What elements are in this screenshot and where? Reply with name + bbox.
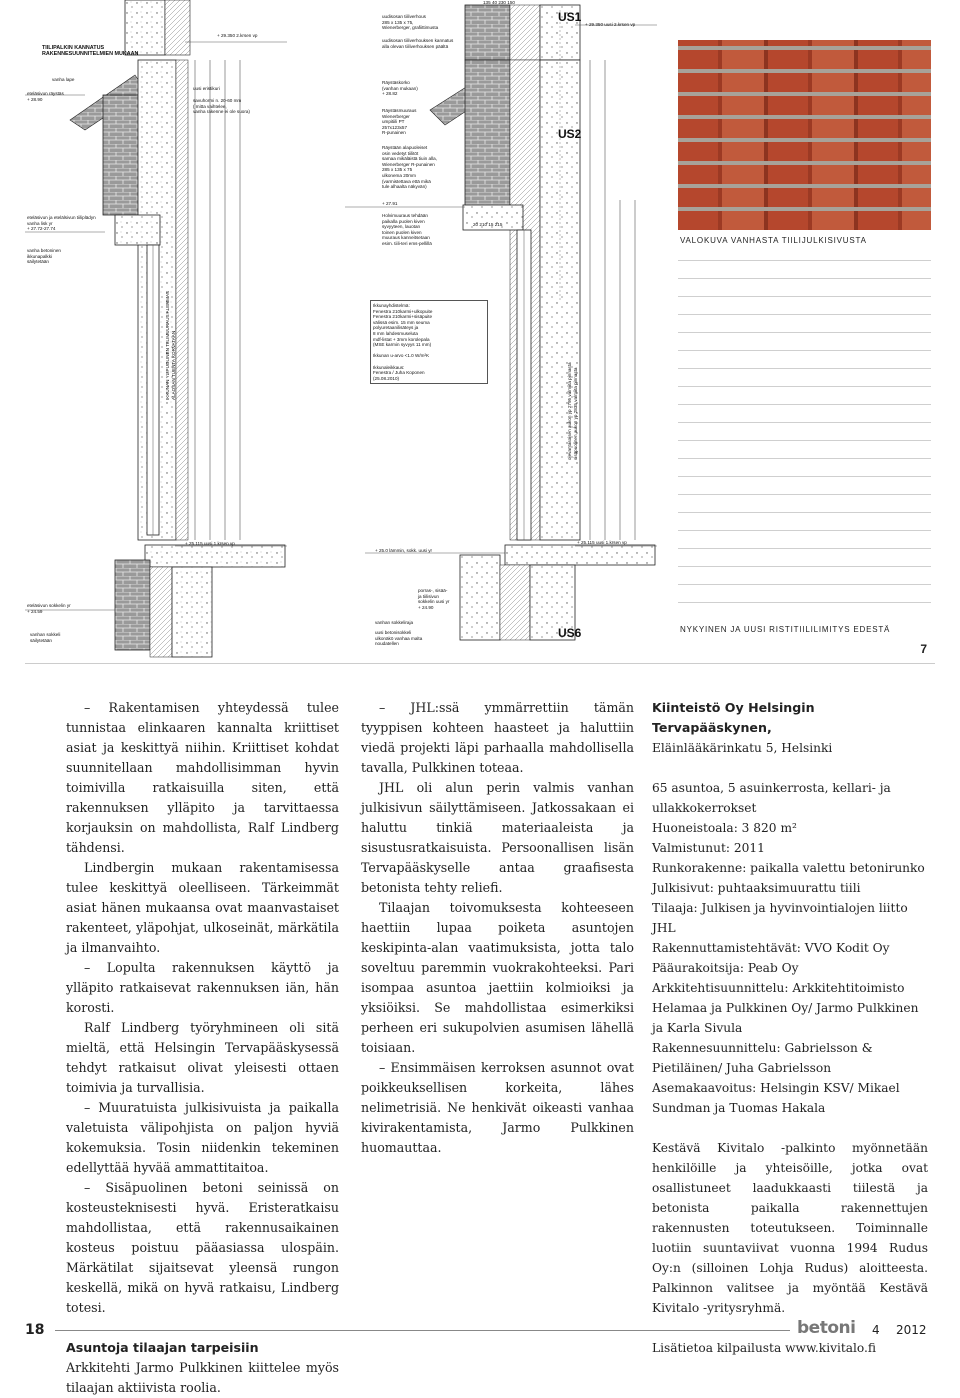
- drawing-note: Räystäskorko (vanhan mukaan) + 28.82: [382, 80, 418, 97]
- fact-item: Julkisivut: puhtaaksimuurattu tiili: [652, 881, 861, 895]
- paragraph: – JHL:ssä ymmärrettiin tämän tyyppisen k…: [361, 700, 634, 775]
- fact-item: Huoneistoala: 3 820 m²: [652, 821, 797, 835]
- drawing-level: + 29.350 uusi 2.krsen vp: [585, 22, 636, 27]
- paragraph: – Ensimmäisen kerroksen asunnot ovat poi…: [361, 1060, 634, 1155]
- middle-section-drawing: 135 40 230 150 US1 uudisosan tiiliverhou…: [345, 0, 660, 655]
- paragraph: Ralf Lindberg työryhmineen oli sitä miel…: [66, 1020, 339, 1095]
- rule: [25, 663, 935, 664]
- paragraph: – Rakentamisen yhteydessä tulee tunnista…: [66, 700, 339, 855]
- drawing-note: Räystään alapuoleiset osin vedetyt tiili…: [382, 145, 437, 190]
- drawing-level: + 27.91: [382, 201, 398, 206]
- article-column-2: – JHL:ssä ymmärrettiin tämän tyyppisen k…: [361, 698, 634, 1158]
- drawing-note: eteläsivun ja etelälsivun tiiliplädyn va…: [27, 215, 96, 232]
- drawing-window-note: Ikkunayhdistelmä: Fenestra 210karmi+ulko…: [370, 300, 488, 385]
- page-badge: 7: [920, 642, 927, 656]
- paragraph: – Lopulta rakennuksen käyttö ja ylläpito…: [66, 960, 339, 1015]
- section-id-us1: US1: [558, 10, 582, 24]
- drawing-vertical-note: olevantasoisen aukon yp 2795 valmiita pi…: [567, 362, 578, 460]
- page-badge-bar: 7: [25, 640, 935, 662]
- paragraph: – Sisäpuolinen betoni seinissä on kosteu…: [66, 1180, 339, 1315]
- fact-box-title: Kiinteistö Oy Helsingin Tervapääskynen,: [652, 700, 815, 735]
- brick-bond-drawing: [678, 258, 931, 620]
- drawing-note: vanha lape: [52, 77, 75, 82]
- article-column-1: – Rakentamisen yhteydessä tulee tunnista…: [66, 698, 339, 1398]
- fact-item: Rakennesuunnittelu: Gabrielsson & Pietil…: [652, 1041, 873, 1075]
- drawing-note: uudisosan tiiliverhouksen kannatus alla …: [382, 38, 454, 49]
- paragraph: Arkkitehti Jarmo Pulkkinen kiittelee myö…: [66, 1360, 339, 1395]
- fact-item: 65 asuntoa, 5 asuinkerrosta, kellari- ja…: [652, 781, 891, 815]
- drawing-note: eteläsivun sokkelin yr + 24.59: [27, 603, 71, 614]
- fact-item: Runkorakenne: paikalla valettu betonirun…: [652, 861, 925, 875]
- fact-item: Arkkitehtisuunnittelu: Arkkitehtitoimist…: [652, 981, 919, 1035]
- more-info-link[interactable]: Lisätietoa kilpailusta www.kivitalo.fi: [652, 1341, 877, 1355]
- wall-caption: NYKYINEN JA UUSI RISTITIILILIMITYS EDEST…: [680, 625, 891, 634]
- magazine-logo: betoni: [797, 1318, 856, 1338]
- drawing-vertical-note: IKKUNAN YLIPUOLINEN TIILIMUURAUS ALEMMAS…: [165, 290, 176, 400]
- footer-rule: [55, 1330, 790, 1331]
- drawing-note: uusi eristikuri: [193, 86, 220, 91]
- drawing-level-floor: + 25.115 uusi 1.krsen vp: [185, 541, 235, 546]
- drawing-note: uusi betonisokkeli ulkonäkö vanhaa malta…: [375, 630, 423, 647]
- page-number: 18: [25, 1322, 45, 1338]
- drawing-level-top: + 29.350 2.krsen vp: [217, 33, 258, 38]
- drawing-dims-row: 20 210 15 215: [473, 222, 503, 227]
- section-id-us6: US6: [558, 626, 582, 640]
- issue-year: 2012: [896, 1323, 927, 1337]
- drawing-note: savuhormi n. 20-60 mm ( mitta vaihtelee,…: [193, 98, 250, 115]
- fact-address: Eläinlääkärinkatu 5, Helsinki: [652, 741, 833, 755]
- drawing-note: vanha betoninen ikkunapalkki säilytetään: [27, 248, 61, 265]
- fact-item: Rakennuttamistehtävät: VVO Kodit Oy: [652, 941, 890, 955]
- paragraph: Tilaajan toivomuksesta kohteeseen haetti…: [361, 900, 634, 1055]
- left-section-drawing: TIILIPALKIN KANNATUS RAKENNESUUNNITELMIE…: [25, 0, 290, 660]
- fact-item: Pääurakoitsija: Peab Oy: [652, 961, 799, 975]
- drawing-title: TIILIPALKIN KANNATUS RAKENNESUUNNITELMIE…: [42, 45, 139, 58]
- paragraph: JHL oli alun perin valmis vanhan julkisi…: [361, 780, 634, 895]
- brick-facade-photo: [678, 40, 931, 230]
- award-text: Kestävä Kivitalo -palkinto myönnetään he…: [652, 1141, 928, 1315]
- drawing-note: vanhan sokkeli säilytetään: [30, 632, 61, 643]
- issue-number: 4: [872, 1323, 880, 1337]
- fact-item: Valmistunut: 2011: [652, 841, 765, 855]
- drawing-note: Holvimuuraus tehdään paikalla puolen kiv…: [382, 213, 432, 246]
- fact-item: Tilaaja: Julkisen ja hyvinvointialojen l…: [652, 901, 908, 935]
- section-id-us2: US2: [558, 127, 582, 141]
- drawing-level: + 25.0 lämmin, sokk. uusi yr: [375, 548, 433, 553]
- drawing-level: + 25.115 uusi 1.krsen vp: [577, 540, 627, 545]
- paragraph: – Muuratuista julkisivuista ja paikalla …: [66, 1100, 339, 1175]
- drawing-note: Räystäsmuuraus Wienerberger umpitiili PT…: [382, 108, 417, 136]
- paragraph: Lindbergin mukaan rakentamisessa tulee k…: [66, 860, 339, 955]
- drawing-note: porras-, sisää- ja tiilisivun sokkelin u…: [418, 588, 450, 610]
- fact-item: Asemakaavoitus: Helsingin KSV/ Mikael Su…: [652, 1081, 900, 1115]
- footer: 18 betoni 4 2012: [0, 1318, 960, 1341]
- subheading: Asuntoja tilaajan tarpeisiin: [66, 1340, 259, 1355]
- drawing-note: uudisosan tiiliverhous 285 x 135 x 75, W…: [382, 14, 439, 31]
- drawing-note: eteläsivun räystäs + 28.90: [27, 91, 64, 102]
- drawing-dims-top: 135 40 230 150: [483, 0, 515, 5]
- drawing-note: vanhan sokkeliraja: [375, 620, 414, 625]
- photo-caption: VALOKUVA VANHASTA TIILIJULKISIVUSTA: [680, 236, 867, 245]
- fact-box: Kiinteistö Oy Helsingin Tervapääskynen, …: [652, 698, 928, 1358]
